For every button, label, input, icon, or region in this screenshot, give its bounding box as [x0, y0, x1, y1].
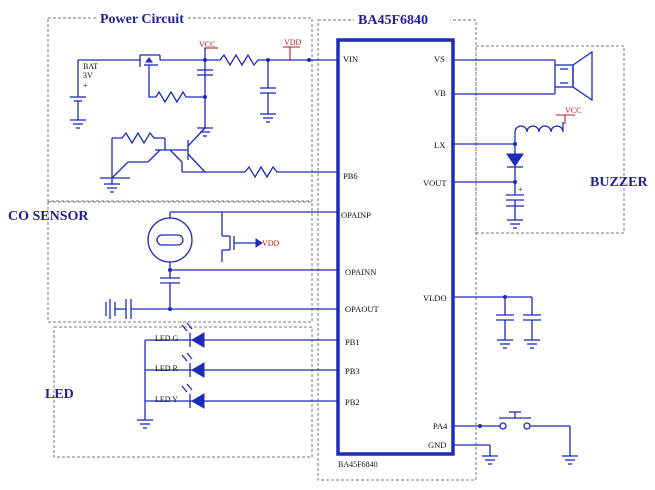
ground-icon [104, 183, 120, 193]
ic-area-box [317, 19, 477, 481]
opaout-capacitors [105, 299, 338, 319]
ground-icon [70, 119, 86, 129]
pb6-resistor [205, 165, 338, 179]
ground-icon [524, 339, 540, 349]
pin-pa4: PA4 [433, 421, 448, 431]
vdd-series-resistor [205, 53, 290, 67]
vcc-label-1: VCC [199, 40, 215, 49]
pin-vb: VB [434, 88, 446, 98]
battery-voltage: 3V [83, 71, 93, 80]
vcc-label-2: VCC [565, 106, 581, 115]
pin-pb6: PB6 [343, 171, 358, 181]
pin-vin: VIN [343, 54, 358, 64]
led-box [53, 326, 313, 458]
boost-diode [506, 144, 524, 182]
ground-icon [482, 455, 498, 465]
pin-gnd: GND [428, 440, 446, 450]
pin-opainn: OPAINN [345, 267, 376, 277]
co-sensor-title: CO SENSOR [8, 209, 89, 224]
vout-cap-plus: + [518, 185, 523, 194]
led-y-label: LED Y [155, 395, 178, 404]
co-sensor-element [147, 211, 338, 270]
push-button [453, 411, 571, 456]
pin-pb1: PB1 [345, 337, 360, 347]
ground-icon [137, 419, 153, 429]
ground-icon [260, 113, 276, 123]
pin-opainp: OPAINP [341, 210, 371, 220]
buzzer-speaker [453, 50, 593, 102]
battery-label: BAT [83, 62, 98, 71]
pin-vldo: VLDO [423, 293, 447, 303]
pin-vs: VS [434, 54, 445, 64]
pin-pb2: PB2 [345, 397, 360, 407]
led-green [145, 322, 338, 348]
co-sensor-box [47, 201, 313, 323]
pmos-transistor [135, 54, 205, 75]
ic-title: BA45F6840 [358, 13, 428, 28]
buzzer-title: BUZZER [590, 175, 648, 190]
vdd-label-1: VDD [284, 38, 302, 47]
power-circuit-box [47, 17, 313, 202]
led-r-label: LED R [155, 364, 179, 373]
led-yellow [145, 383, 338, 409]
led-title: LED [45, 387, 74, 402]
vldo-capacitors [453, 295, 541, 340]
battery-plus: + [83, 81, 88, 90]
ground-icon [497, 339, 513, 349]
boost-inductor [453, 122, 564, 145]
pin-pb3: PB3 [345, 366, 360, 376]
led-g-label: LED G [155, 334, 179, 343]
pin-vout: VOUT [423, 178, 447, 188]
pin-opaout: OPAOUT [345, 304, 380, 314]
gate-resistor [148, 75, 205, 104]
power-circuit-title: Power Circuit [100, 12, 184, 27]
vout-capacitor [506, 182, 524, 220]
transistor-switch [100, 127, 206, 179]
ic-bottom-label: BA45F6840 [338, 460, 378, 469]
pin-lx: LX [434, 140, 445, 150]
battery-symbol [70, 59, 135, 120]
ic-body [336, 38, 455, 456]
ground-icon [507, 219, 523, 229]
buzzer-box [475, 45, 625, 234]
vdd-label-2: VDD [262, 239, 280, 248]
nmos-switch [221, 212, 263, 262]
ground-icon [562, 455, 578, 465]
led-red [145, 352, 338, 378]
